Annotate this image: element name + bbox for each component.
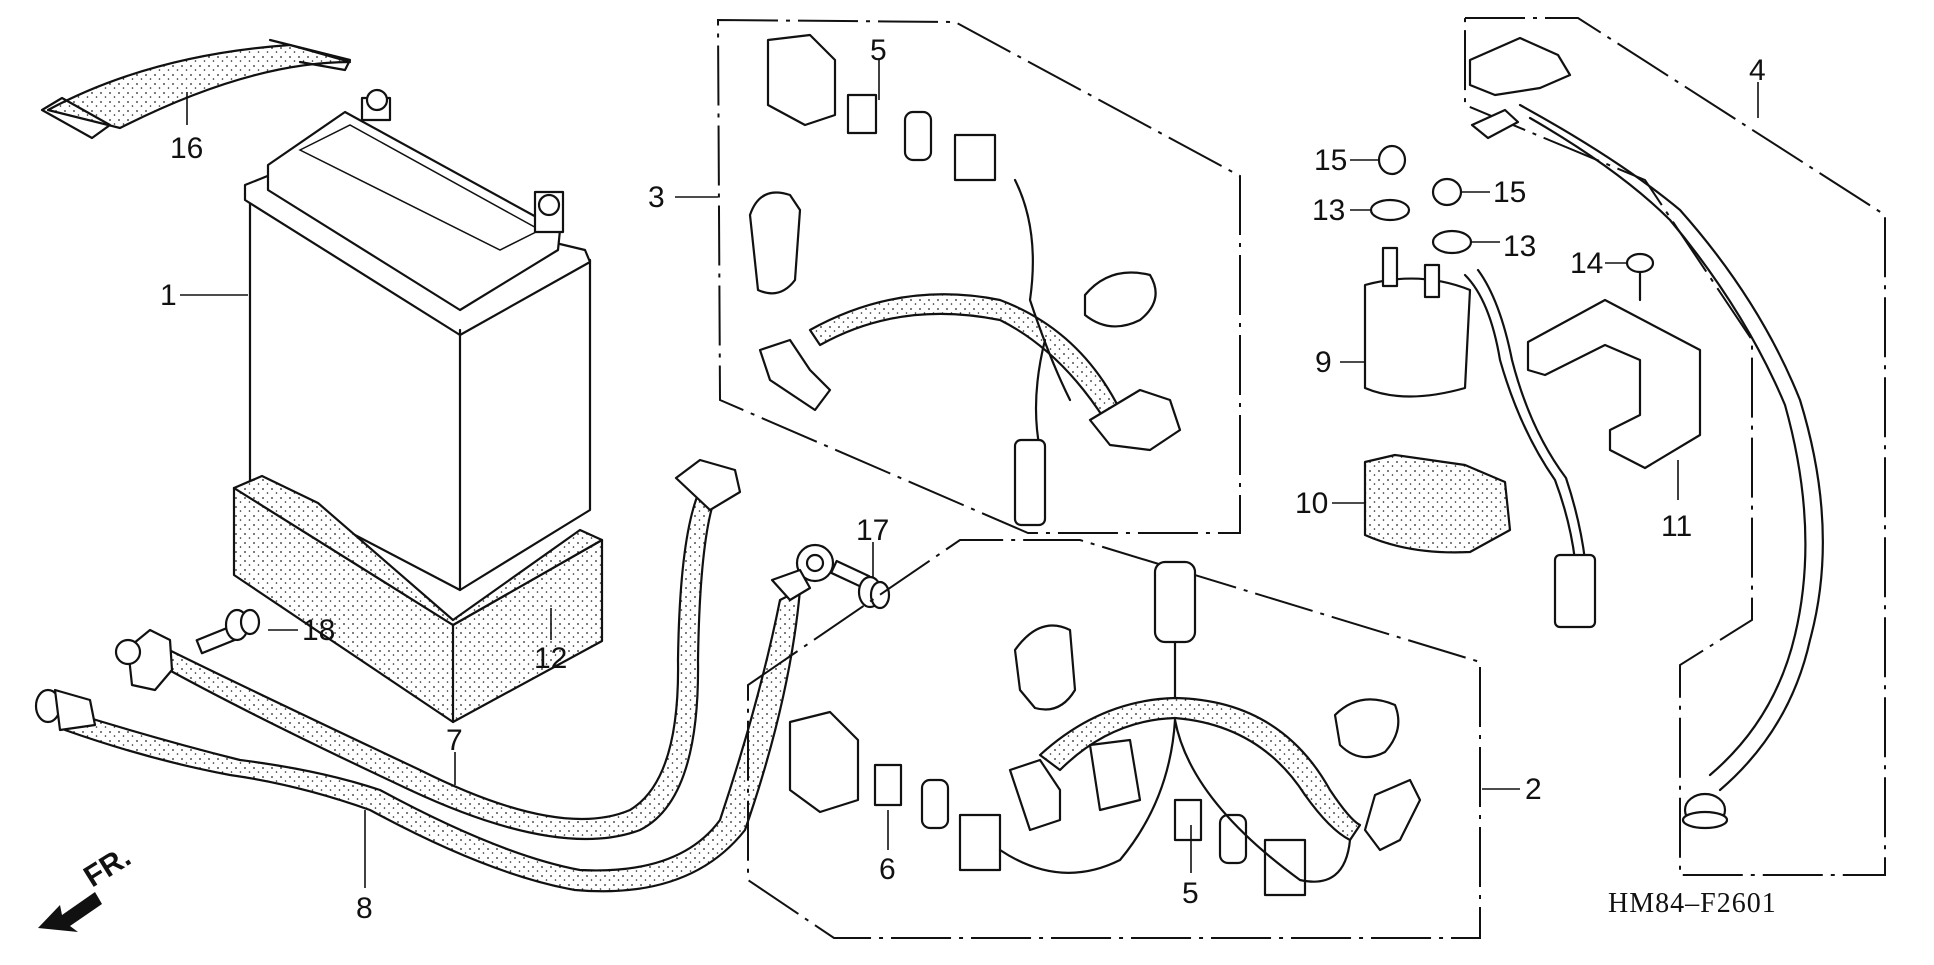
callout-2[interactable]: 2 [1525, 773, 1542, 806]
nut-15-right-part[interactable] [1431, 177, 1463, 207]
arrow-down-left-icon [38, 892, 102, 932]
solenoid-9-part[interactable] [1363, 246, 1597, 629]
callout-18[interactable]: 18 [302, 614, 335, 647]
nut-15-left-part[interactable] [1377, 144, 1407, 176]
callout-14[interactable]: 14 [1570, 247, 1603, 280]
leader-lines [180, 60, 1759, 888]
callout-6[interactable]: 6 [879, 853, 896, 886]
callout-17[interactable]: 17 [856, 514, 889, 547]
callout-5-lower[interactable]: 5 [1182, 877, 1199, 910]
harness-3-part[interactable] [748, 33, 1182, 527]
cover-bracket-11-part[interactable] [1526, 298, 1702, 470]
front-direction-indicator: FR. [38, 840, 137, 932]
harness-3-boundary [716, 18, 1241, 534]
callout-15-left[interactable]: 15 [1314, 144, 1347, 177]
callout-3[interactable]: 3 [648, 181, 665, 214]
battery-cable-7-part[interactable] [114, 458, 742, 841]
battery-part[interactable] [243, 88, 592, 592]
callout-1[interactable]: 1 [160, 279, 177, 312]
harness-2-boundary [747, 539, 1481, 939]
callout-16[interactable]: 16 [170, 132, 203, 165]
callout-7[interactable]: 7 [446, 724, 463, 757]
callout-9[interactable]: 9 [1315, 346, 1332, 379]
battery-cushion-part[interactable] [232, 474, 604, 724]
callout-8[interactable]: 8 [356, 892, 373, 925]
callout-13-right[interactable]: 13 [1503, 230, 1536, 263]
callout-13-left[interactable]: 13 [1312, 194, 1345, 227]
callout-5-upper[interactable]: 5 [870, 34, 887, 67]
callout-11[interactable]: 11 [1661, 510, 1692, 543]
harness-2-part[interactable] [788, 560, 1422, 897]
callout-labels: 16 1 3 5 4 15 15 13 13 14 9 10 11 17 18 … [160, 34, 1766, 925]
battery-band-part[interactable] [40, 38, 352, 140]
battery-cable-8-part[interactable] [34, 543, 835, 893]
callout-4[interactable]: 4 [1749, 54, 1766, 87]
starter-cable-4-part[interactable] [1468, 36, 1824, 830]
callout-15-right[interactable]: 15 [1493, 176, 1526, 209]
cable-4-boundary [1464, 17, 1886, 876]
rubber-mount-10-part[interactable] [1363, 453, 1512, 554]
callout-10[interactable]: 10 [1295, 487, 1328, 520]
figure-code: HM84–F2601 [1608, 888, 1777, 919]
bolt-17-part[interactable] [830, 559, 891, 610]
fr-label: FR. [78, 840, 136, 894]
screw-14-part[interactable] [1625, 252, 1655, 302]
bolt-18-part[interactable] [195, 608, 261, 655]
callout-12[interactable]: 12 [534, 642, 567, 675]
washer-13-left-part[interactable] [1369, 198, 1411, 222]
washer-13-right-part[interactable] [1431, 229, 1473, 255]
